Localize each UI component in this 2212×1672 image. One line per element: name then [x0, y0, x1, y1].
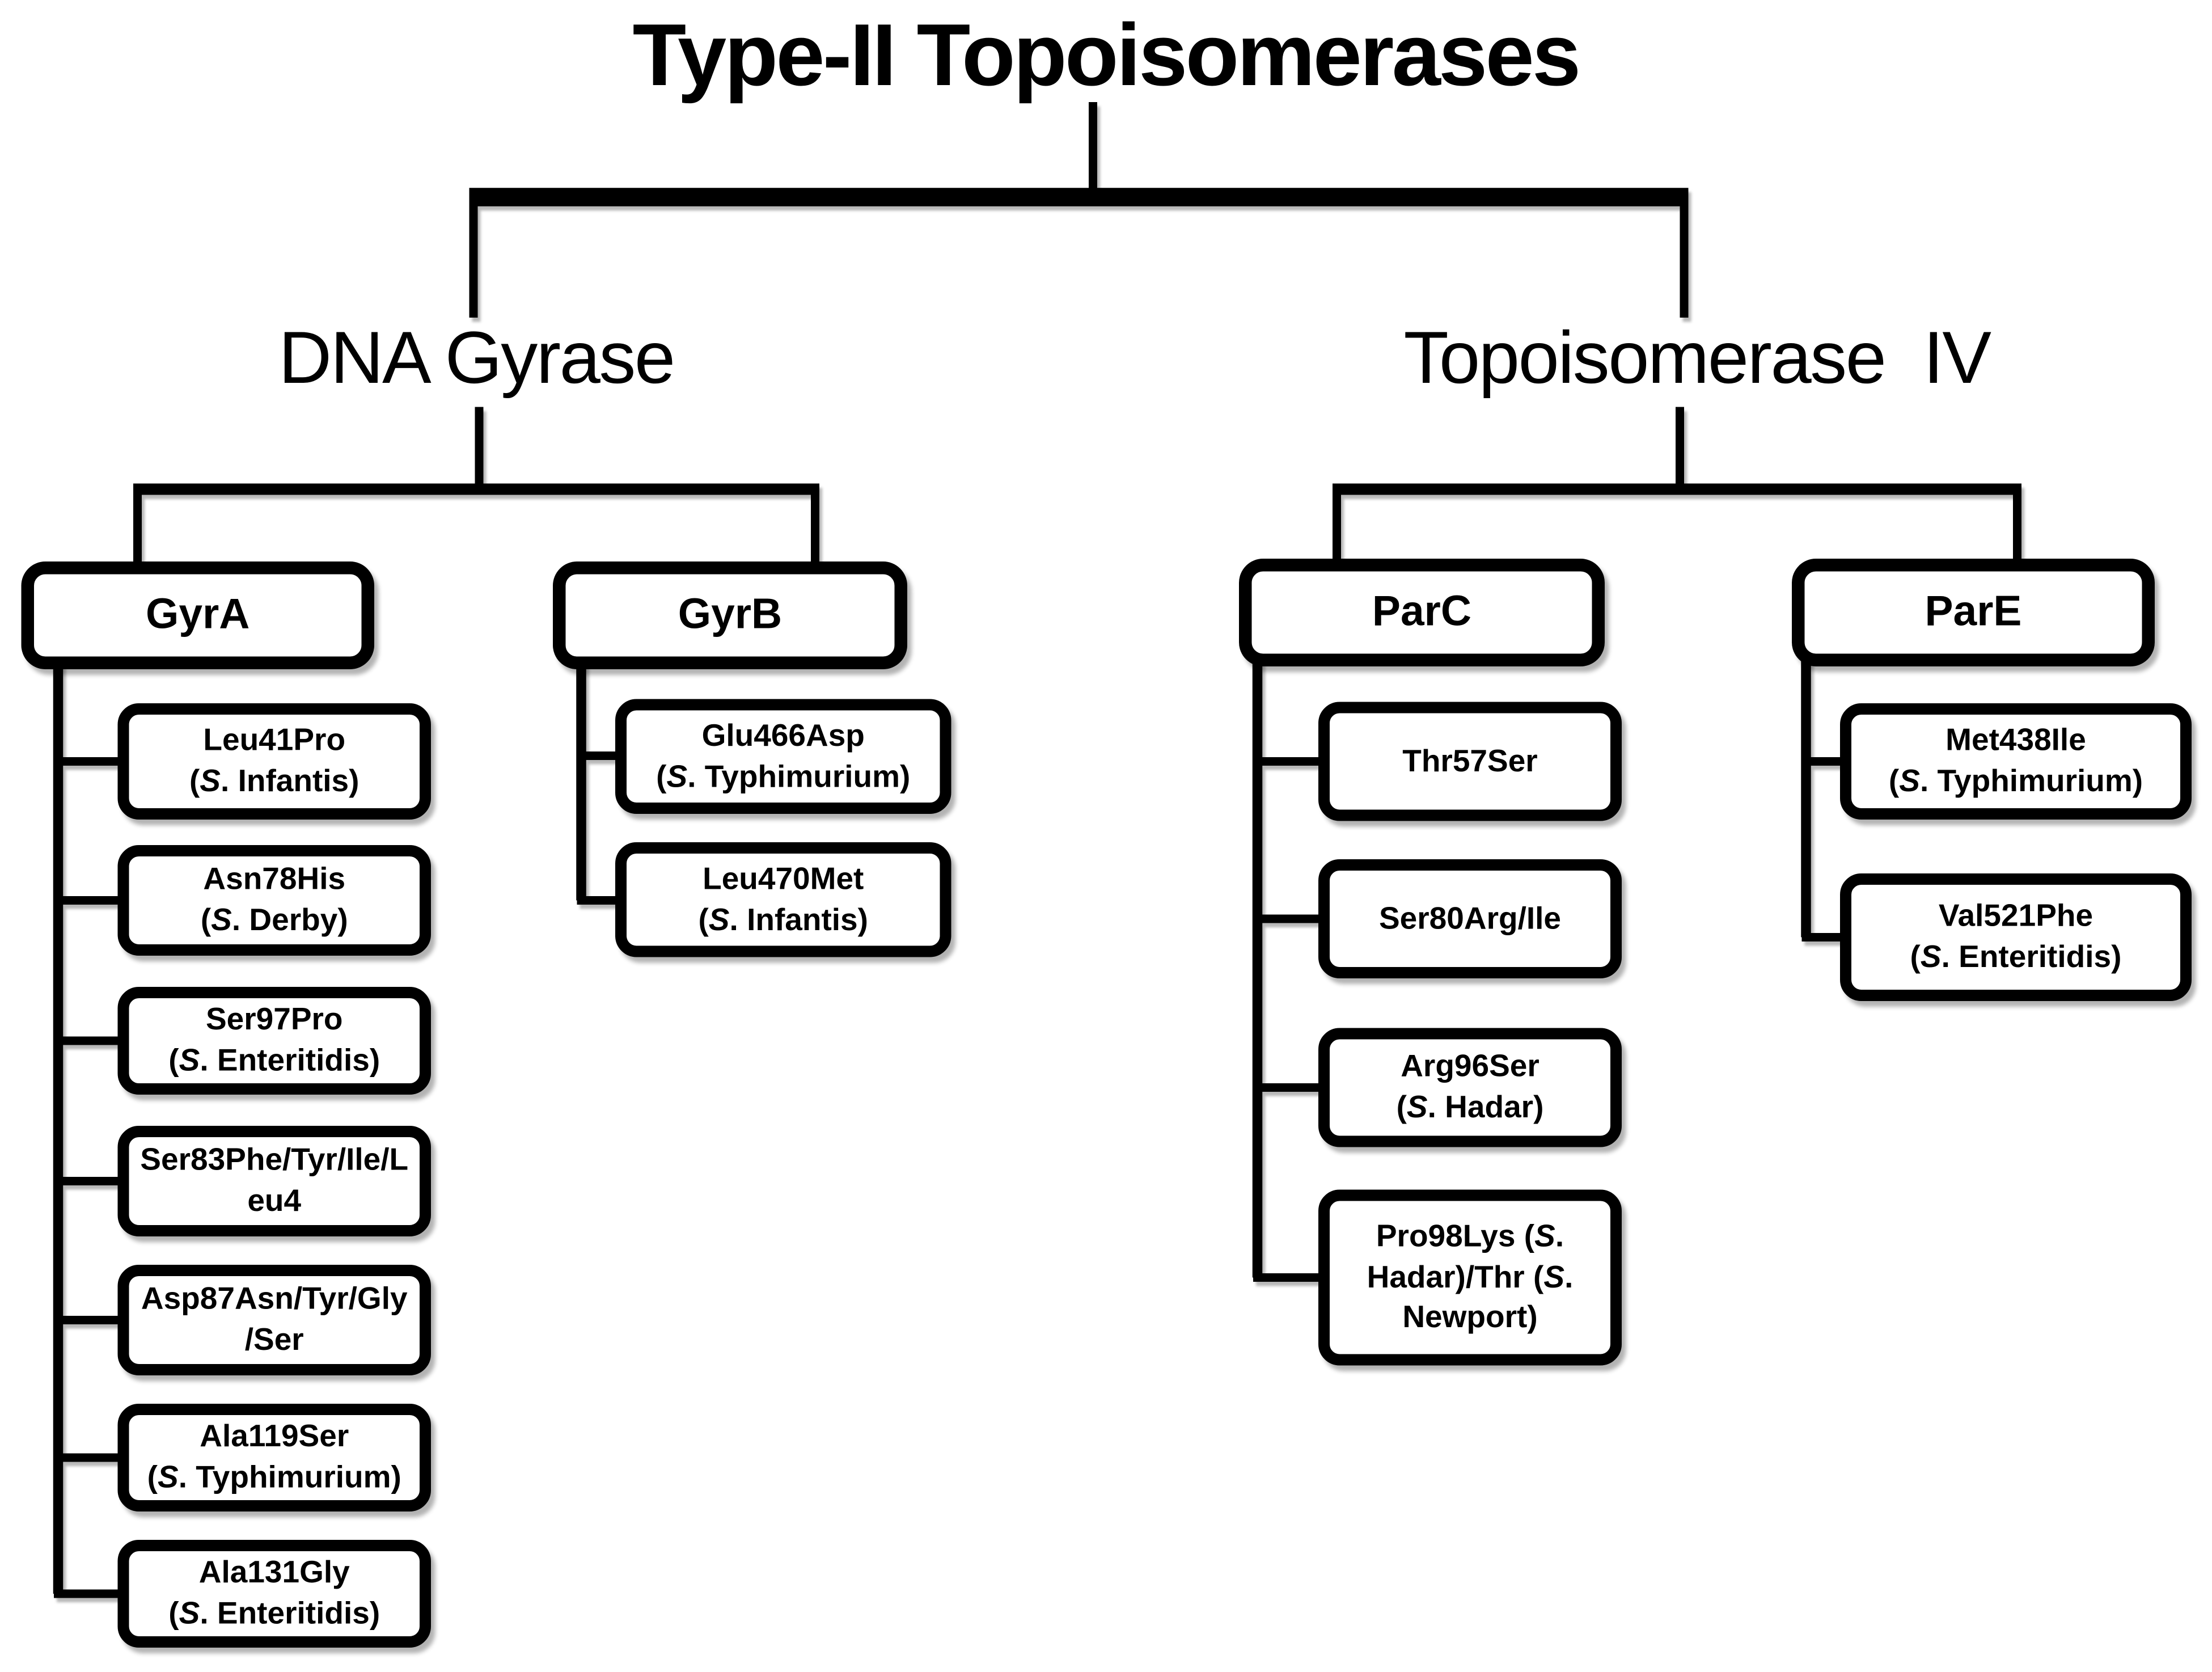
mutation-node-ala119ser: Ala119Ser(S. Typhimurium) — [117, 1404, 431, 1511]
gene-node-parc: ParC — [1239, 559, 1605, 666]
gene-label-parc: ParC — [1372, 588, 1472, 636]
gene-node-pare: ParE — [1792, 559, 2155, 666]
connector-parc-stubs — [1253, 757, 1324, 1282]
gene-node-gyrb: GyrB — [553, 561, 907, 669]
mutation-node-ala131gly: Ala131Gly(S. Enteritidis) — [117, 1540, 431, 1648]
mutation-node-leu470met: Leu470Met(S. Infantis) — [615, 842, 951, 957]
branch-label-topoisomerase-iv: Topoisomerase IV — [1403, 318, 1991, 400]
mutation-node-asp87asn: Asp87Asn/Tyr/Gly/Ser — [117, 1265, 431, 1375]
mutation-node-ser97pro: Ser97Pro(S. Enteritidis) — [117, 987, 431, 1095]
connector-gyrb-stubs — [577, 751, 621, 905]
mutation-node-asn78his: Asn78His(S. Derby) — [117, 845, 431, 956]
diagram-title: Type-II Topoisomerases — [632, 7, 1581, 105]
mutation-node-ser80arg: Ser80Arg/Ile — [1318, 859, 1622, 978]
branch-label-dna-gyrase: DNA Gyrase — [278, 318, 675, 400]
gene-label-gyra: GyrA — [146, 591, 250, 639]
mutation-node-leu41pro: Leu41Pro(S. Infantis) — [117, 703, 431, 820]
connector-gyra-stubs — [54, 757, 122, 1598]
mutation-node-pro98lys: Pro98Lys (S.Hadar)/Thr (S.Newport) — [1318, 1189, 1622, 1366]
gene-label-pare: ParE — [1925, 588, 2022, 636]
mutation-node-arg96ser: Arg96Ser(S. Hadar) — [1318, 1028, 1622, 1147]
gene-label-gyrb: GyrB — [678, 591, 783, 639]
gene-node-gyra: GyrA — [21, 561, 374, 669]
mutation-node-met438ile: Met438Ile(S. Typhimurium) — [1840, 703, 2192, 820]
mutation-node-val521phe: Val521Phe(S. Enteritidis) — [1840, 873, 2192, 1001]
mutation-node-thr57ser: Thr57Ser — [1318, 702, 1622, 821]
mutation-node-glu466asp: Glu466Asp(S. Typhimurium) — [615, 699, 951, 814]
connector-pare-stubs — [1801, 757, 1846, 941]
